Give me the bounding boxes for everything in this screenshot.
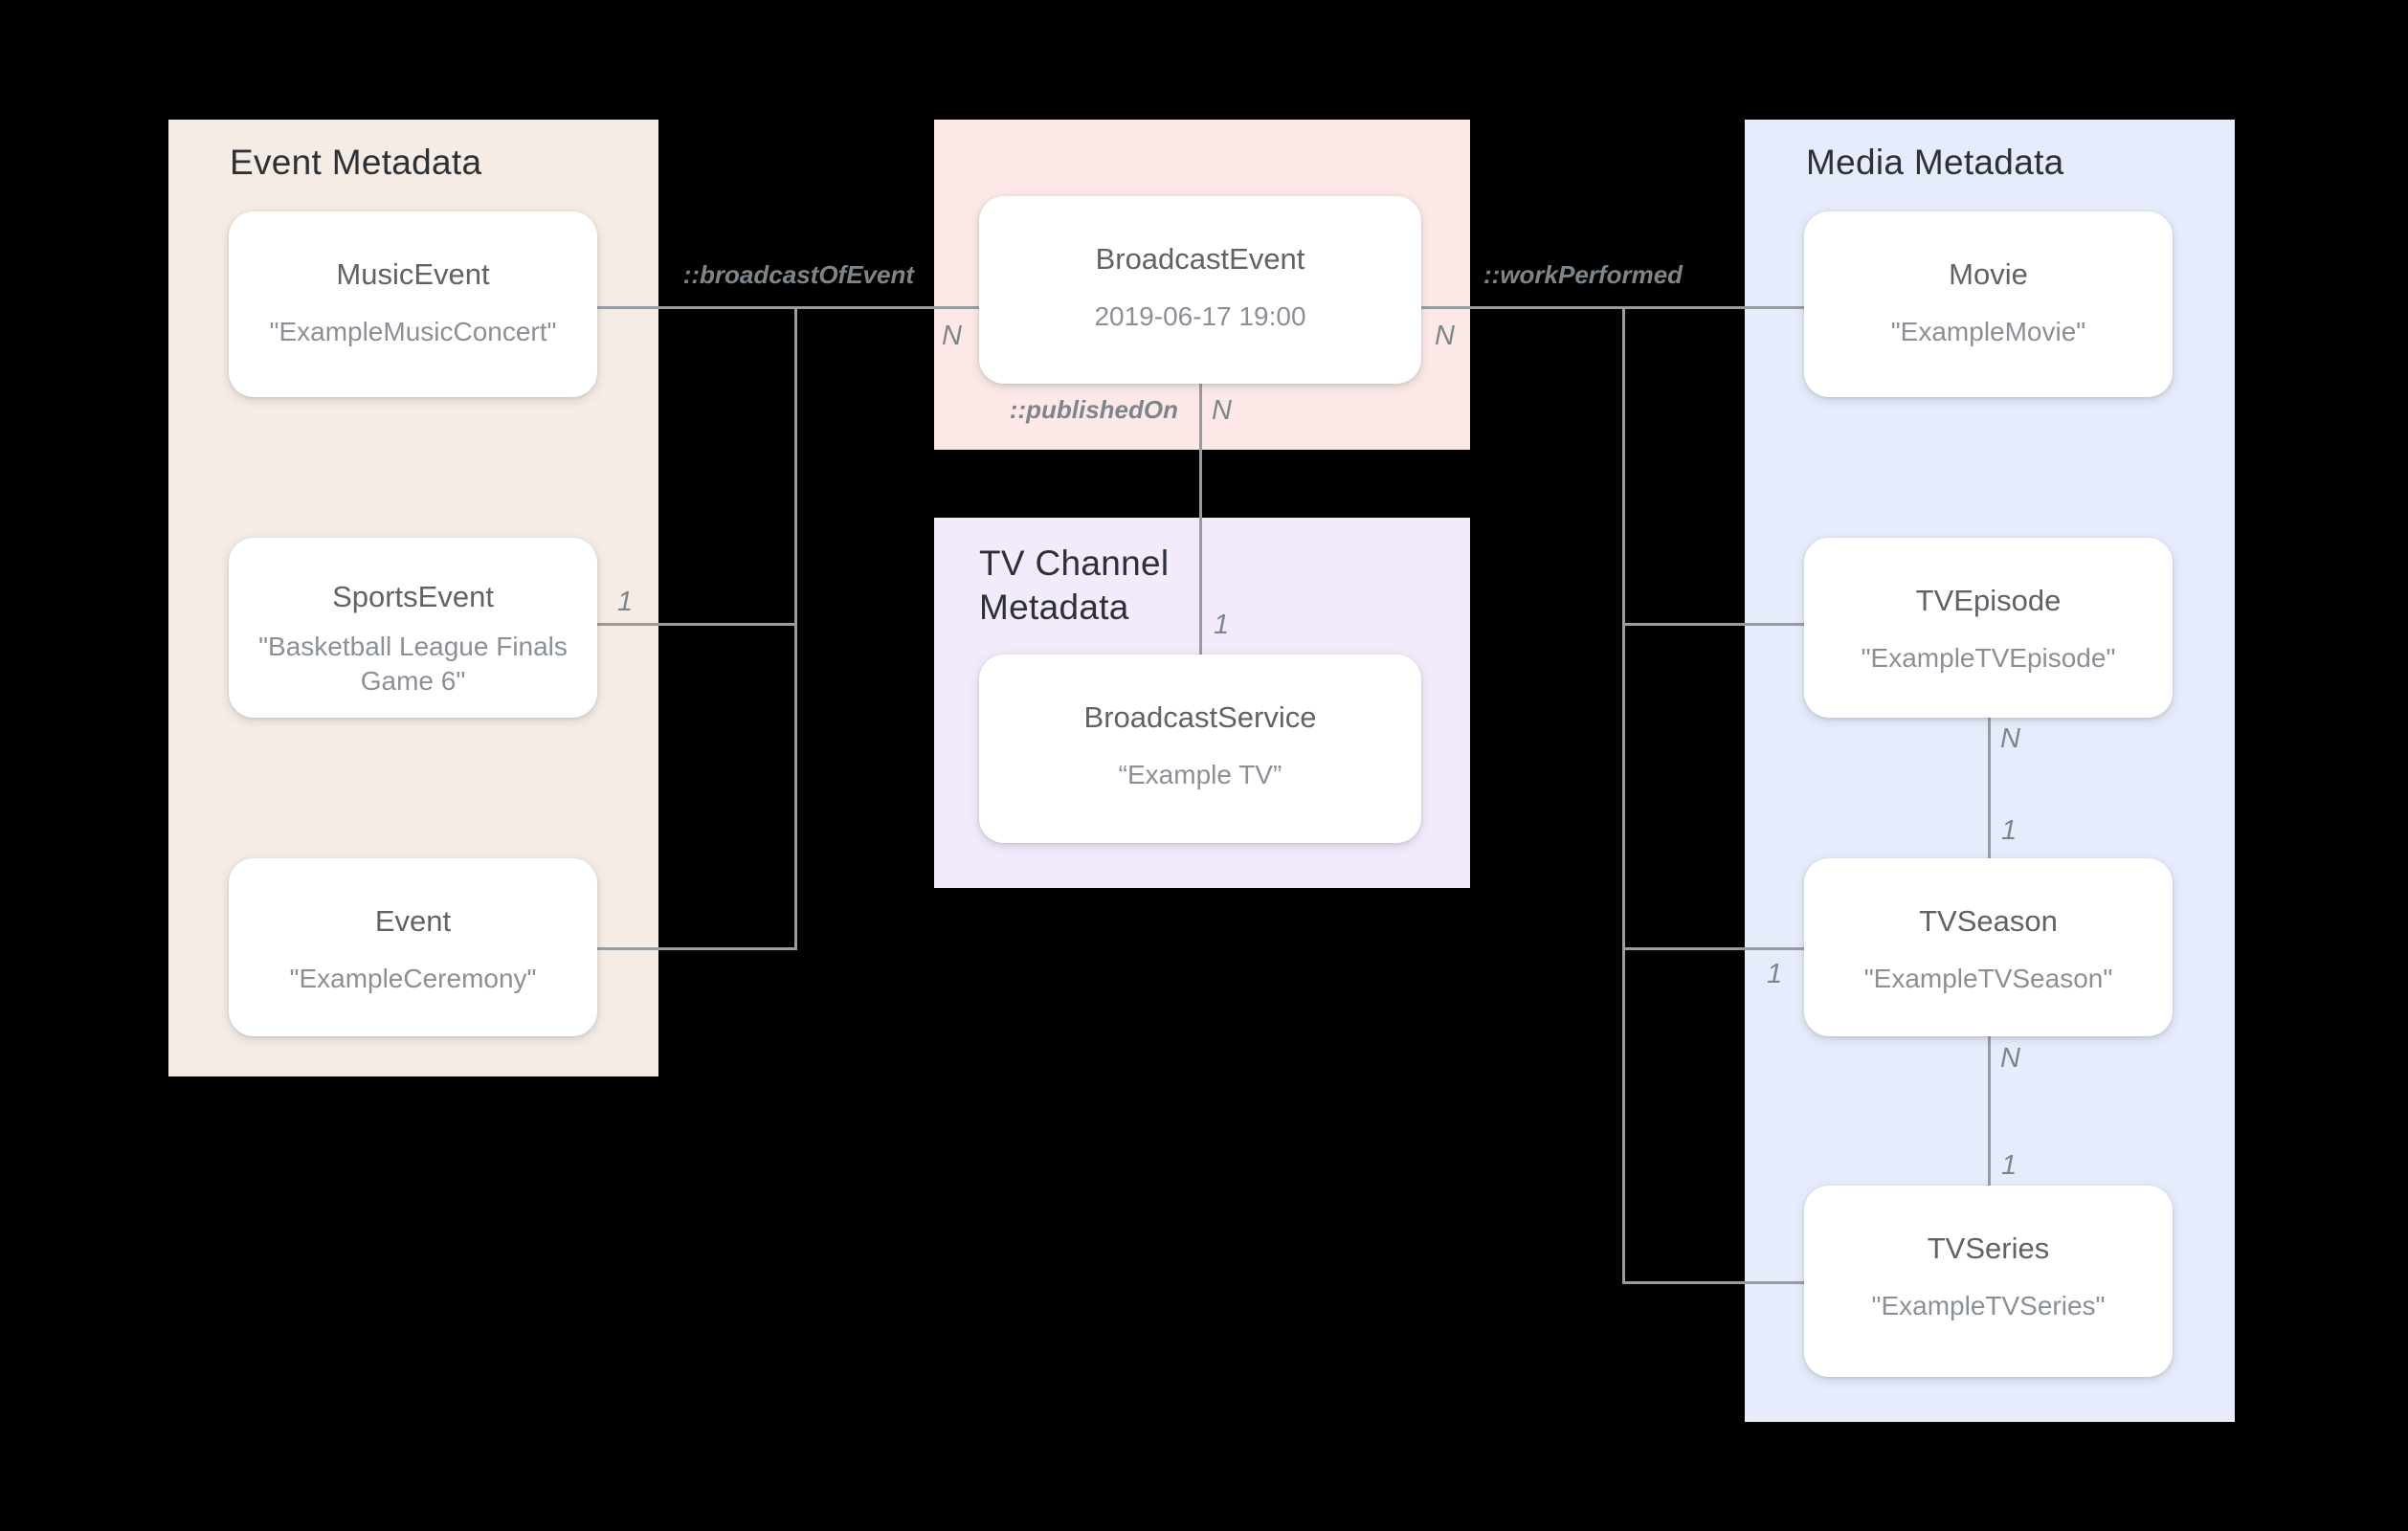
connector-episode-to-season [1988,716,1991,859]
connector-event-branch [597,947,797,950]
card-broadcast-service-subtitle: “Example TV” [1118,760,1282,789]
card-tv-series-subtitle: "ExampleTVSeries" [1871,1291,2106,1320]
label-published-on: ::publishedOn [1009,395,1178,424]
card-sports-event: SportsEvent "Basketball League Finals Ga… [229,538,597,718]
connector-season-branch [1622,947,1806,950]
panel-media-metadata-title: Media Metadata [1806,143,2064,182]
cardinality-sports-1: 1 [616,587,633,617]
panel-tv-channel-metadata-title: TV Channel Metadata [979,544,1170,627]
connector-music-to-broadcast [597,306,980,309]
connector-published-on [1199,382,1202,655]
card-tv-episode-subtitle: "ExampleTVEpisode" [1861,643,2116,673]
panel-event-metadata-title: Event Metadata [230,143,482,182]
cardinality-published-on-n: N [1212,395,1232,426]
connector-series-branch [1622,1281,1806,1284]
cardinality-broadcast-movie-n: N [1435,321,1455,351]
connector-left-trunk [794,306,797,949]
card-event: Event "ExampleCeremony" [229,858,597,1036]
card-tv-season-title: TVSeason [1919,904,2058,938]
card-tv-season: TVSeason "ExampleTVSeason" [1804,858,2173,1036]
cardinality-music-broadcast-n: N [942,321,962,351]
connector-broadcast-to-movie [1421,306,1806,309]
label-work-performed: ::workPerformed [1483,260,1683,289]
cardinality-season-series-1: 1 [2001,1150,2018,1181]
card-tv-series: TVSeries "ExampleTVSeries" [1804,1186,2173,1377]
card-broadcast-event-title: BroadcastEvent [1095,242,1305,276]
label-broadcast-of-event: ::broadcastOfEvent [682,260,914,289]
card-tv-episode: TVEpisode "ExampleTVEpisode" [1804,538,2173,718]
cardinality-episode-season-n: N [2000,723,2020,754]
cardinality-episode-season-1: 1 [2001,815,2018,846]
card-music-event-title: MusicEvent [336,257,490,291]
card-event-title: Event [374,904,452,938]
card-broadcast-event-subtitle: 2019-06-17 19:00 [1094,301,1306,331]
cardinality-season-branch-1: 1 [1767,959,1783,989]
card-broadcast-service-title: BroadcastService [1083,700,1317,734]
card-sports-event-subtitle: "Basketball League Finals Game 6" [258,632,568,696]
connector-sports-branch [597,623,797,626]
card-broadcast-service: BroadcastService “Example TV” [979,655,1421,843]
cardinality-season-series-n: N [2000,1043,2020,1074]
connector-season-to-series [1988,1035,1991,1187]
card-sports-event-title: SportsEvent [332,580,494,613]
connector-media-trunk [1622,306,1625,1284]
cardinality-published-on-1: 1 [1214,610,1230,640]
card-movie: Movie "ExampleMovie" [1804,211,2173,397]
card-broadcast-event: BroadcastEvent 2019-06-17 19:00 [979,196,1421,384]
card-music-event-subtitle: "ExampleMusicConcert" [269,317,557,346]
card-movie-subtitle: "ExampleMovie" [1890,317,2086,346]
connector-episode-branch [1622,623,1806,626]
card-tv-episode-title: TVEpisode [1915,584,2062,617]
card-tv-series-title: TVSeries [1927,1231,2050,1265]
card-music-event: MusicEvent "ExampleMusicConcert" [229,211,597,397]
card-event-subtitle: "ExampleCeremony" [289,964,537,993]
card-movie-title: Movie [1949,257,2028,291]
card-tv-season-subtitle: "ExampleTVSeason" [1863,964,2113,993]
